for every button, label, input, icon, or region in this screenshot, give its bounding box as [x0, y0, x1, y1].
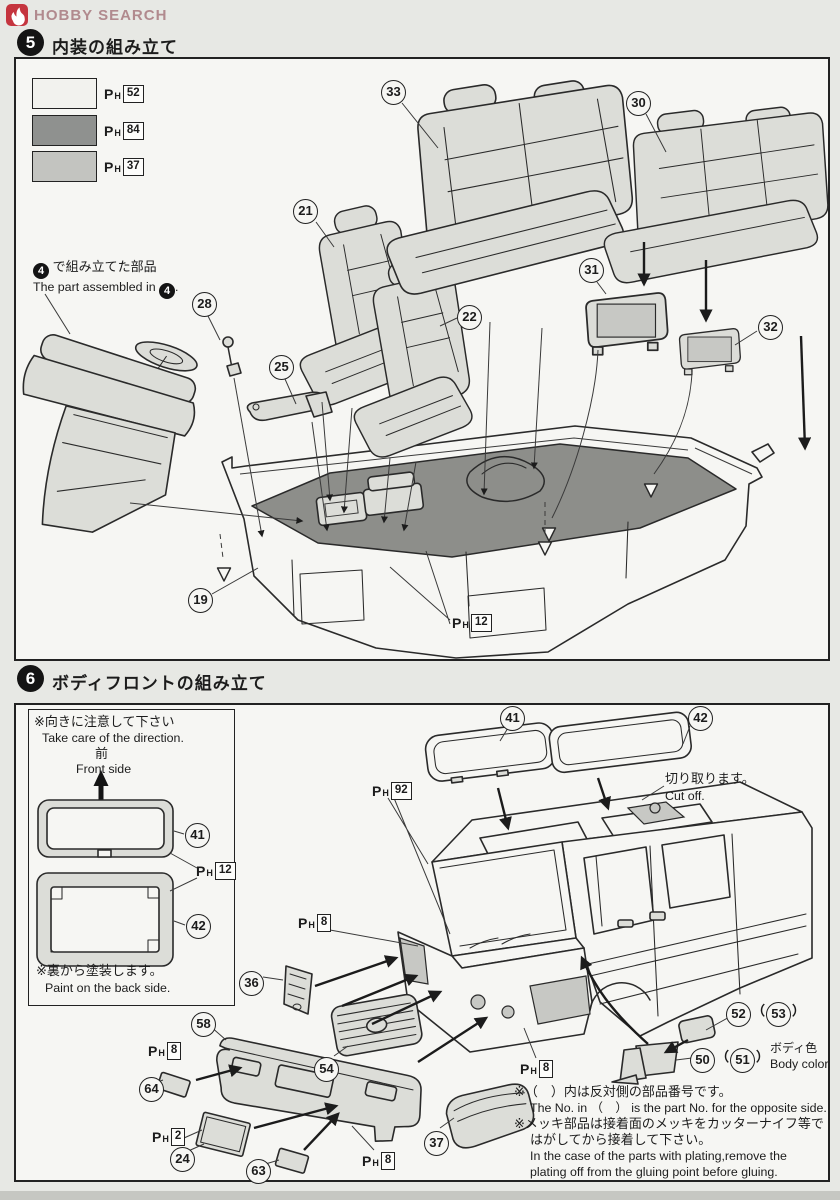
part-label-41-glass: 41	[500, 706, 525, 731]
part-label-22: 22	[457, 305, 482, 330]
legend-swatch-84	[32, 115, 97, 146]
note-line-1: ※（ ）内は反対側の部品番号です。	[514, 1084, 732, 1099]
scan-edge	[0, 1191, 840, 1200]
part-label-30: 30	[626, 91, 651, 116]
direction-note-en: Take care of the direction.	[42, 731, 184, 745]
part-label-50-51: 50（51）	[690, 1046, 770, 1073]
step5-title: 内装の組み立て	[52, 38, 178, 57]
part-label-54: 54	[314, 1057, 339, 1082]
paint-back-note-en: Paint on the back side.	[45, 981, 171, 995]
part-label-21: 21	[293, 199, 318, 224]
cutoff-note-en: Cut off.	[665, 789, 705, 803]
hobbysearch-logo-icon	[6, 4, 28, 26]
paint-back-note-jp: ※裏から塗装します。	[36, 963, 163, 978]
part-label-28: 28	[192, 292, 217, 317]
legend-swatch-52	[32, 78, 97, 109]
part-label-19: 19	[188, 588, 213, 613]
note-line-5: In the case of the parts with plating,re…	[530, 1149, 787, 1163]
brand-name: HOBBY SEARCH	[34, 7, 168, 24]
step6-title: ボディフロントの組み立て	[52, 674, 267, 693]
part-label-36: 36	[239, 971, 264, 996]
part-label-31: 31	[579, 258, 604, 283]
note-line-6: plating off from the gluing point before…	[530, 1165, 778, 1179]
step5-badge: 5	[17, 29, 44, 56]
cutoff-note-jp: 切り取ります。	[665, 771, 755, 786]
part-label-24: 24	[170, 1147, 195, 1172]
front-side-en: Front side	[76, 762, 132, 776]
part-label-58: 58	[191, 1012, 216, 1037]
part-label-37: 37	[424, 1131, 449, 1156]
note-line-3: ※メッキ部品は接着面のメッキをカッターナイフ等で	[514, 1116, 824, 1131]
body-color-note: ボディ色 Body color	[770, 1041, 829, 1071]
part-label-42-glass: 42	[688, 706, 713, 731]
part-label-64: 64	[139, 1077, 164, 1102]
note-line-4: はがしてから接着して下さい。	[530, 1132, 712, 1147]
assembled-note: 4 で組み立てた部品 The part assembled in 4.	[33, 259, 179, 299]
direction-note-jp: ※向きに注意して下さい	[34, 714, 175, 729]
part-label-25: 25	[269, 355, 294, 380]
note-line-2: The No. in （ ） is the part No. for the o…	[530, 1101, 827, 1115]
part-label-32: 32	[758, 315, 783, 340]
step6-badge: 6	[17, 665, 44, 692]
front-side-jp: 前	[95, 746, 109, 761]
part-label-42-frame: 42	[186, 914, 211, 939]
part-label-33: 33	[381, 80, 406, 105]
direction-inset-box	[28, 709, 235, 1006]
step5-panel	[14, 57, 830, 661]
legend-swatch-37	[32, 151, 97, 182]
part-label-52-53: 52（53）	[726, 1000, 806, 1027]
part-label-41-frame: 41	[185, 823, 210, 848]
part-label-63: 63	[246, 1159, 271, 1184]
